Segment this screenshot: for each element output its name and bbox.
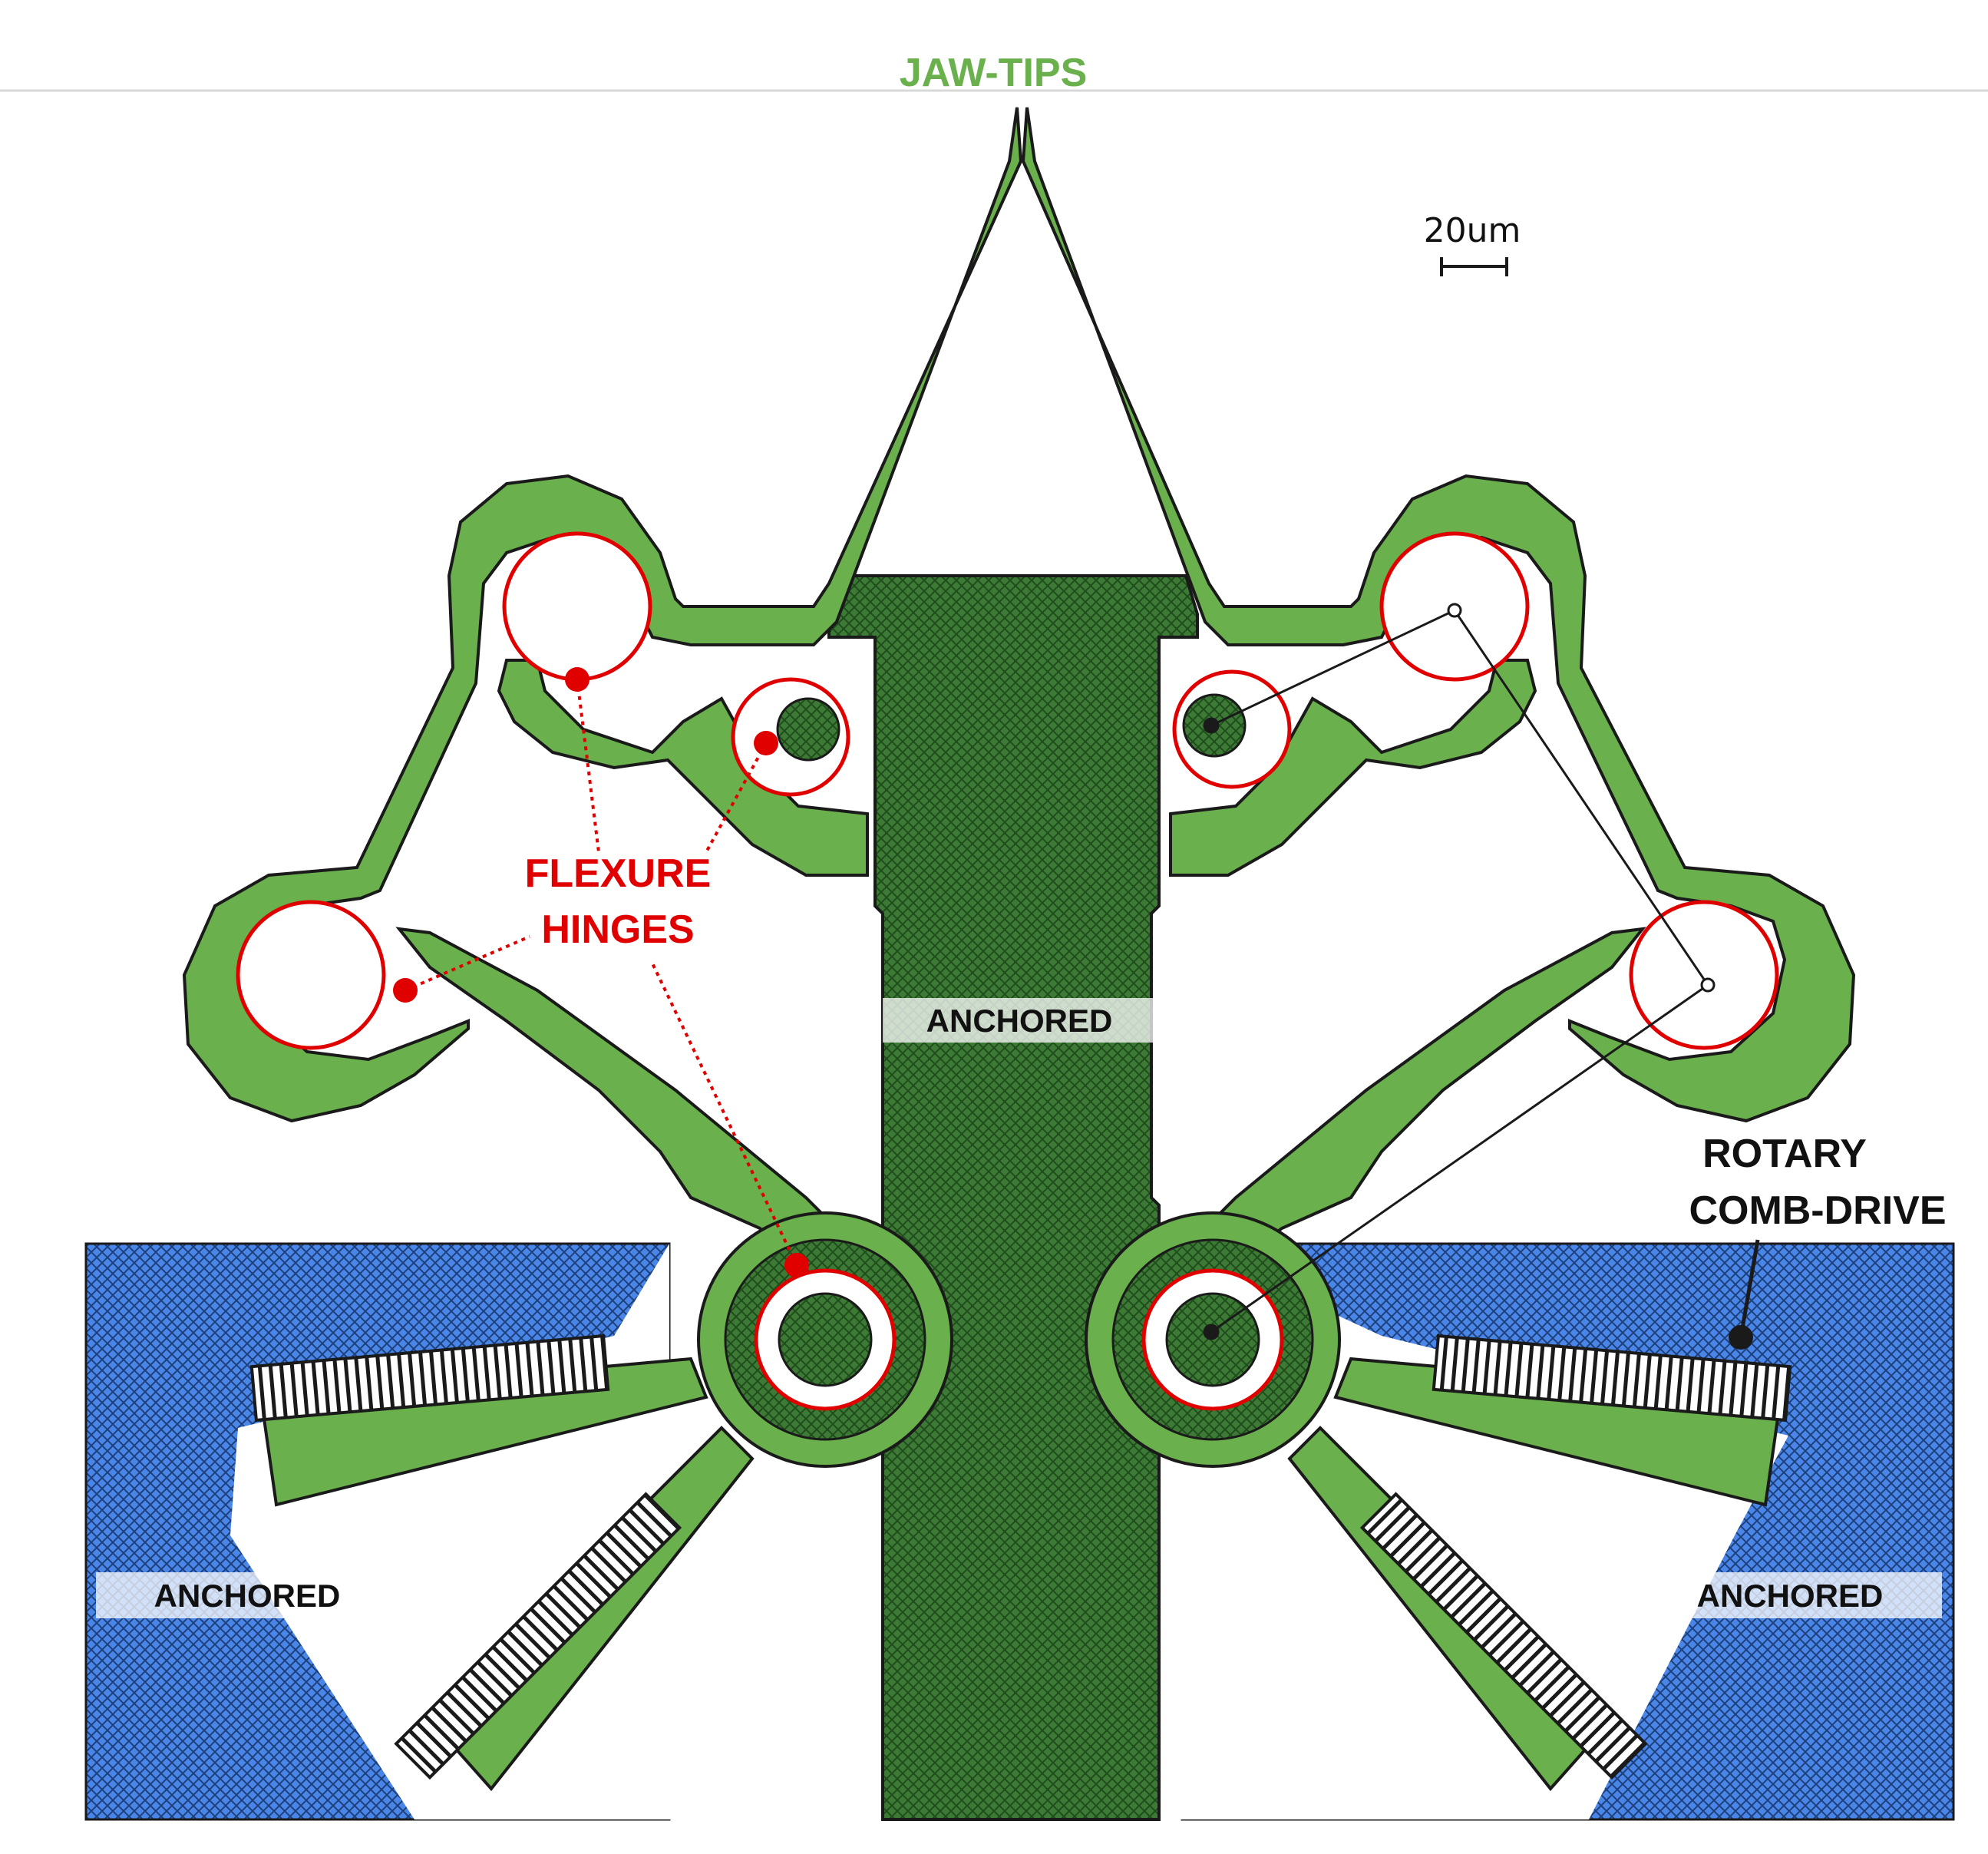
central-anchor [827,574,1199,1821]
kinematic-linkage [1203,603,1716,1340]
left-comb-teeth-lower [394,1492,682,1780]
anchored-left-label: ANCHORED [154,1578,341,1614]
anchored-left-backdrop [96,1572,399,1618]
flexure-hinge-cavities [236,531,1779,1411]
rotary-label-line2: COMB-DRIVE [1689,1188,1946,1233]
rotary-label-line1: ROTARY [1702,1132,1867,1176]
left-inner-link [497,659,869,877]
right-comb-teeth-lower [1359,1492,1648,1780]
scale-bar [1440,257,1508,276]
right-comb-teeth-upper [1432,1333,1792,1423]
right-inner-link [1169,659,1537,877]
flexure-callouts [405,679,798,1266]
flexure-label-line1: FLEXURE [525,851,712,896]
anchored-center-label: ANCHORED [926,1003,1113,1039]
anchored-center-backdrop [883,998,1155,1043]
scale-bar-label: 20um [1424,211,1521,250]
flexure-markers [393,667,809,1277]
left-comb-teeth-upper [249,1333,610,1423]
anchored-right-label: ANCHORED [1697,1578,1884,1614]
jaw-tips-label: JAW-TIPS [900,51,1088,95]
flexure-label-line2: HINGES [541,907,694,952]
rotary-pointer-line [1739,1239,1760,1338]
anchored-right-backdrop [1639,1572,1942,1618]
rotary-pointer-dot [1729,1325,1753,1350]
